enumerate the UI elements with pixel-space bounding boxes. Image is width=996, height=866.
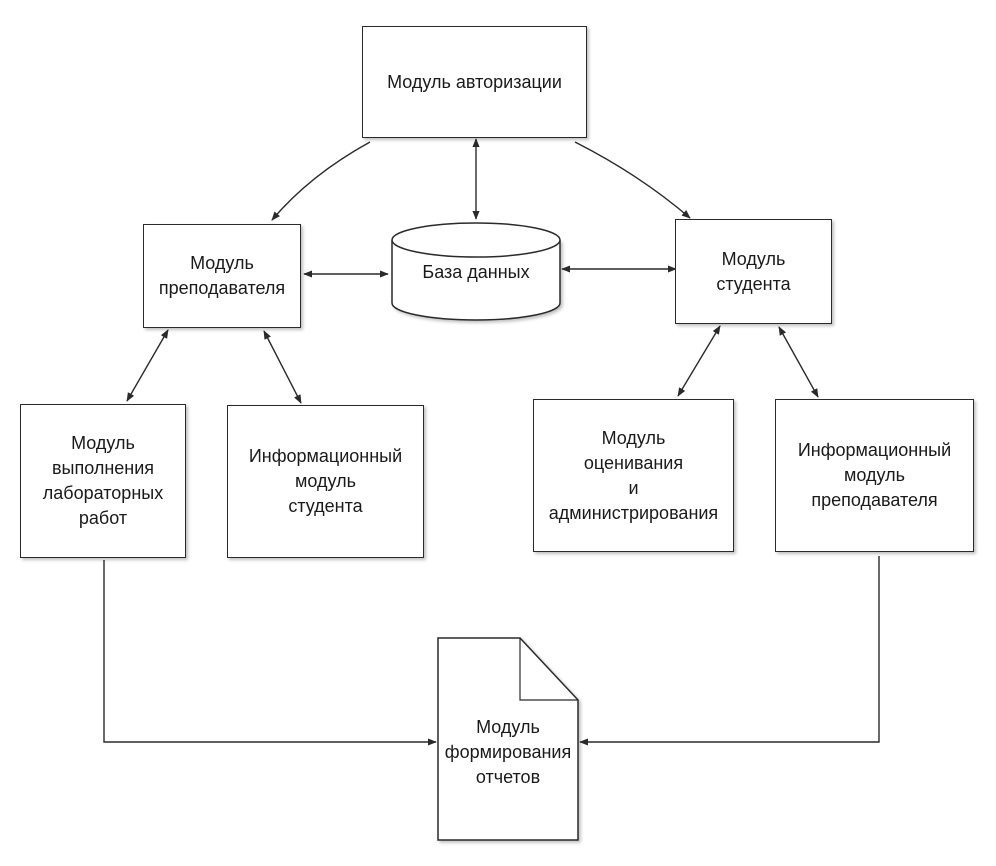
node-label-line: и — [628, 477, 639, 498]
edge-teacher-info-student — [263, 330, 302, 404]
node-label-line: Информационный — [797, 440, 952, 460]
node-label-line: отчетов — [475, 766, 541, 787]
edge-auth-teacher — [271, 141, 371, 221]
edge-info-teacher-reports — [579, 556, 880, 746]
node-label-line: Модуль — [721, 248, 786, 269]
node-label-line: Модуль — [476, 716, 540, 737]
node-label-line: работ — [78, 508, 128, 528]
edge-labs-reports — [103, 560, 437, 746]
edge-student-grading — [677, 325, 721, 397]
database-cylinder — [391, 222, 561, 321]
node-label-line: Модуль — [71, 433, 135, 453]
node-reports: Модуль формирования отчетов — [438, 712, 578, 792]
node-label-line: База данных — [422, 261, 530, 282]
node-labs: Модуль выполнения лабораторных работ — [20, 404, 186, 558]
edge-auth-student — [574, 141, 691, 219]
node-info-teacher: Информационный модуль преподавателя — [775, 399, 974, 552]
node-label-line: студента — [716, 273, 791, 294]
node-info-student: Информационный модуль студента — [227, 405, 424, 558]
node-label-line: формирования — [444, 741, 572, 762]
node-database: База данных — [392, 252, 560, 292]
node-label-line: модуль — [295, 471, 356, 491]
node-label-line: Модуль авторизации — [387, 71, 562, 92]
node-label-line: модуль — [844, 465, 905, 485]
node-label-line: Информационный — [248, 446, 403, 466]
node-label-line: оценивания — [583, 452, 684, 473]
edge-teacher-labs — [126, 329, 169, 402]
node-label-line: Модуль — [190, 253, 254, 273]
node-label-line: студента — [288, 496, 363, 516]
node-student: Модуль студента — [675, 219, 832, 324]
node-label-line: администрирования — [548, 502, 719, 523]
report-document-shape — [437, 637, 579, 841]
node-auth: Модуль авторизации — [362, 26, 587, 138]
node-label-line: преподавателя — [158, 278, 286, 298]
node-grading: Модуль оценивания и администрирования — [533, 399, 734, 552]
node-label-line: выполнения — [51, 458, 155, 478]
node-label-line: преподавателя — [811, 490, 938, 510]
edge-student-info-teacher — [778, 326, 819, 398]
node-teacher: Модуль преподавателя — [143, 224, 301, 328]
node-label-line: Модуль — [601, 427, 666, 448]
node-label-line: лабораторных — [42, 483, 164, 503]
